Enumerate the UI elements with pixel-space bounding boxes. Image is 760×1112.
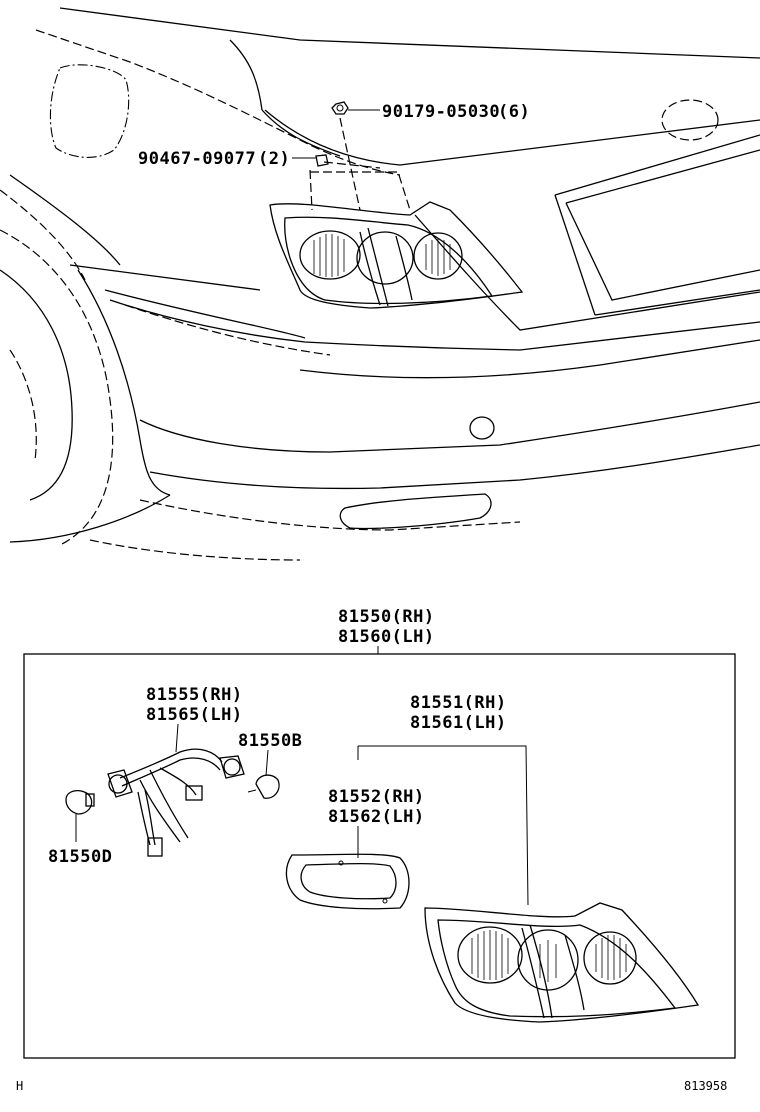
gasket-lh: 81562(LH) <box>328 807 425 827</box>
socket-wire-lh: 81565(LH) <box>146 705 243 725</box>
bulb-b-icon <box>247 774 280 799</box>
lens-body-rh: 81551(RH) <box>410 693 507 713</box>
gasket-part <box>285 853 410 910</box>
vehicle-rear-view <box>0 7 760 561</box>
bulb-b-label: 81550B <box>238 731 302 751</box>
footer-left-code: H <box>16 1079 23 1093</box>
vehicle-tail-lamp <box>269 201 524 309</box>
bulb-d-label: 81550D <box>48 847 112 867</box>
footer-right-code: 813958 <box>684 1079 727 1093</box>
lens-body-part <box>424 902 700 1023</box>
gasket-rh: 81552(RH) <box>328 787 425 807</box>
bulb-d-icon <box>65 789 95 815</box>
callout-nut-qty: (6) <box>498 102 530 122</box>
assembly-main-lh: 81560(LH) <box>338 627 435 647</box>
lens-body-lh: 81561(LH) <box>410 713 507 733</box>
assembly-main-rh: 81550(RH) <box>338 607 435 627</box>
socket-wire-rh: 81555(RH) <box>146 685 243 705</box>
assembly-box <box>23 653 736 1059</box>
callout-clip-qty: (2) <box>258 149 290 169</box>
callout-nut-part-no: 90179-05030 <box>382 102 500 122</box>
clip-icon <box>315 154 329 167</box>
nut-icon <box>331 101 349 115</box>
socket-wire-harness <box>107 748 245 857</box>
callout-clip-part-no: 90467-09077 <box>138 149 256 169</box>
